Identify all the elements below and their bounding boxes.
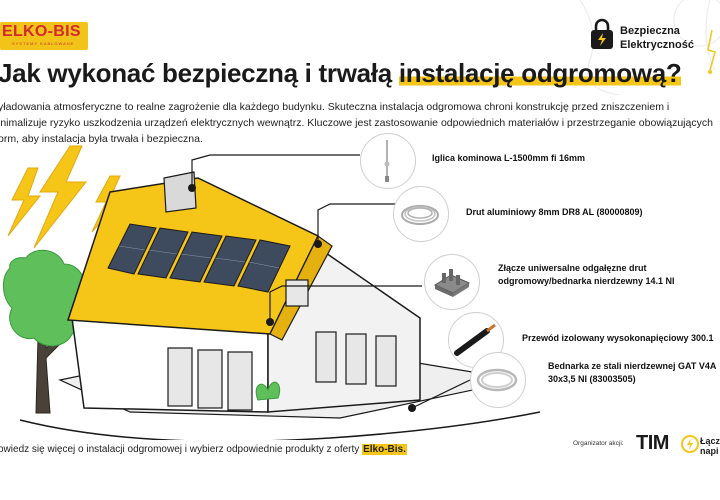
tim-logo[interactable]: TIM xyxy=(636,432,669,454)
product-label-tape-line2: 30x3,5 NI (83003505) xyxy=(548,374,636,384)
tree-illustration xyxy=(3,249,88,414)
badge-title: Bezpieczna Elektryczność xyxy=(620,24,694,52)
product-circle-tape[interactable] xyxy=(470,352,526,408)
connector-icon xyxy=(433,269,471,297)
footer-main-text: owiedz się więcej o instalacji odgromowe… xyxy=(0,444,360,455)
wire-coil-icon xyxy=(401,205,439,225)
product-label-wire: Drut aluminiowy 8mm DR8 AL (80000809) xyxy=(466,207,643,217)
product-circle-rod[interactable] xyxy=(360,133,416,189)
product-label-tape-line1: Bednarka ze stali nierdzewnej GAT V4A xyxy=(548,361,717,371)
page-title: Jak wykonać bezpieczną i trwałą instalac… xyxy=(0,58,682,89)
lock-lightning-icon xyxy=(591,18,613,49)
product-label-cable: Przewód izolowany wysokonapięciowy 300.1 xyxy=(522,333,714,343)
badge-line-1: Bezpieczna xyxy=(620,25,680,37)
product-label-connector-line1: Złącze uniwersalne odgałęzne drut xyxy=(498,263,647,273)
partner-line-2: napi xyxy=(700,446,719,456)
partner-logo-text[interactable]: Łącz napi xyxy=(700,436,720,456)
footer-brand-link[interactable]: Elko-Bis. xyxy=(362,444,407,455)
product-label-rod: Iglica kominowa L-1500mm fi 16mm xyxy=(432,153,586,163)
title-prefix: Jak wykonać bezpieczną i trwałą xyxy=(0,58,392,88)
product-circle-wire[interactable] xyxy=(393,186,449,242)
organizer-label: Organizator akcji: xyxy=(573,440,624,447)
title-highlight: instalację odgromową? xyxy=(398,58,682,88)
footer-text: owiedz się więcej o instalacji odgromowe… xyxy=(0,444,407,455)
product-label-tape: Bednarka ze stali nierdzewnej GAT V4A 30… xyxy=(548,360,716,386)
steel-tape-icon xyxy=(476,368,518,392)
logo-subtitle: SYSTEMY KABLOWANE xyxy=(12,41,75,46)
product-label-connector: Złącze uniwersalne odgałęzne drut odgrom… xyxy=(498,262,675,288)
badge-line-2: Elektryczność xyxy=(620,39,694,51)
elko-bis-logo[interactable]: ELKO-BIS SYSTEMY KABLOWANE xyxy=(0,22,88,50)
logo-text: ELKO-BIS xyxy=(2,23,81,40)
product-label-connector-line2: odgromowy/bednarka nierdzewny 14.1 NI xyxy=(498,276,675,286)
product-circle-connector[interactable] xyxy=(424,254,480,310)
insulated-cable-icon xyxy=(454,323,496,356)
partner-logo-icon xyxy=(681,435,699,453)
house-illustration xyxy=(19,171,541,440)
intro-paragraph: yładowania atmosferyczne to realne zagro… xyxy=(0,101,713,145)
partner-line-1: Łącz xyxy=(700,436,720,446)
lightning-rod-icon xyxy=(384,140,390,182)
